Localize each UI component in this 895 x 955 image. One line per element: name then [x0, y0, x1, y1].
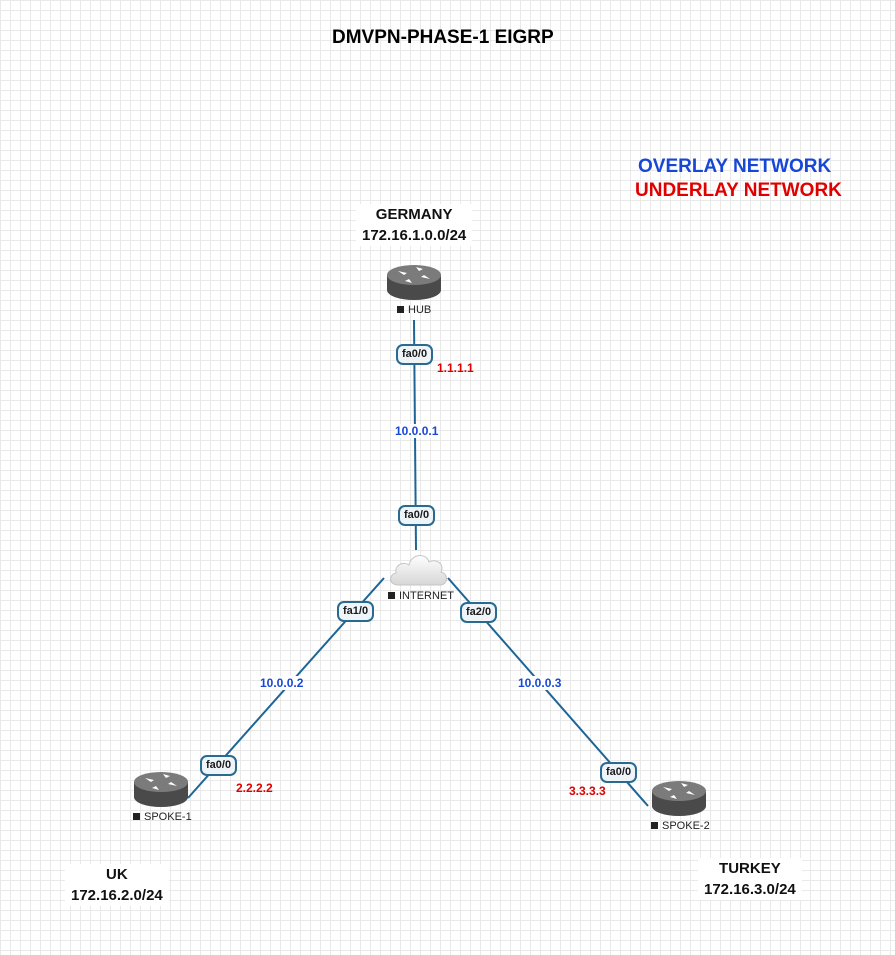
spoke2-interface-fa00[interactable]: fa0/0	[600, 762, 638, 783]
diagram-title: DMVPN-PHASE-1 EIGRP	[332, 27, 554, 48]
internet-interface-fa10[interactable]: fa1/0	[337, 601, 375, 622]
spoke1-router-icon[interactable]	[132, 770, 190, 810]
hub-interface-fa00[interactable]: fa0/0	[396, 344, 434, 365]
site-turkey: TURKEY 172.16.3.0/24	[698, 858, 802, 900]
node-marker-icon	[133, 813, 140, 820]
site-subnet: 172.16.3.0/24	[704, 881, 796, 898]
legend-overlay: OVERLAY NETWORK	[638, 156, 832, 177]
site-subnet: 172.16.1.0.0/24	[362, 227, 467, 244]
internet-cloud-icon[interactable]	[386, 549, 450, 589]
internet-interface-fa00[interactable]: fa0/0	[398, 505, 436, 526]
site-name: UK	[106, 866, 128, 883]
hub-underlay-ip: 1.1.1.1	[437, 361, 474, 375]
site-germany: GERMANY 172.16.1.0.0/24	[356, 204, 473, 246]
site-subnet: 172.16.2.0/24	[71, 887, 163, 904]
hub-label: HUB	[397, 304, 431, 316]
internet-interface-fa20[interactable]: fa2/0	[460, 602, 498, 623]
spoke2-underlay-ip: 3.3.3.3	[569, 784, 606, 798]
site-name: TURKEY	[719, 860, 781, 877]
spoke2-label: SPOKE-2	[651, 820, 710, 832]
spoke1-label: SPOKE-1	[133, 811, 192, 823]
spoke1-interface-fa00[interactable]: fa0/0	[200, 755, 238, 776]
spoke2-router-icon[interactable]	[650, 779, 708, 819]
spoke1-overlay-ip: 10.0.0.2	[260, 676, 304, 690]
node-marker-icon	[397, 306, 404, 313]
legend-underlay: UNDERLAY NETWORK	[635, 180, 842, 201]
node-marker-icon	[388, 592, 395, 599]
hub-overlay-ip: 10.0.0.1	[395, 424, 439, 438]
hub-router-icon[interactable]	[385, 263, 443, 303]
spoke1-underlay-ip: 2.2.2.2	[236, 781, 273, 795]
spoke2-overlay-ip: 10.0.0.3	[518, 676, 562, 690]
node-marker-icon	[651, 822, 658, 829]
site-name: GERMANY	[375, 206, 453, 223]
internet-label: INTERNET	[388, 590, 454, 602]
site-uk: UK 172.16.2.0/24	[65, 864, 169, 906]
